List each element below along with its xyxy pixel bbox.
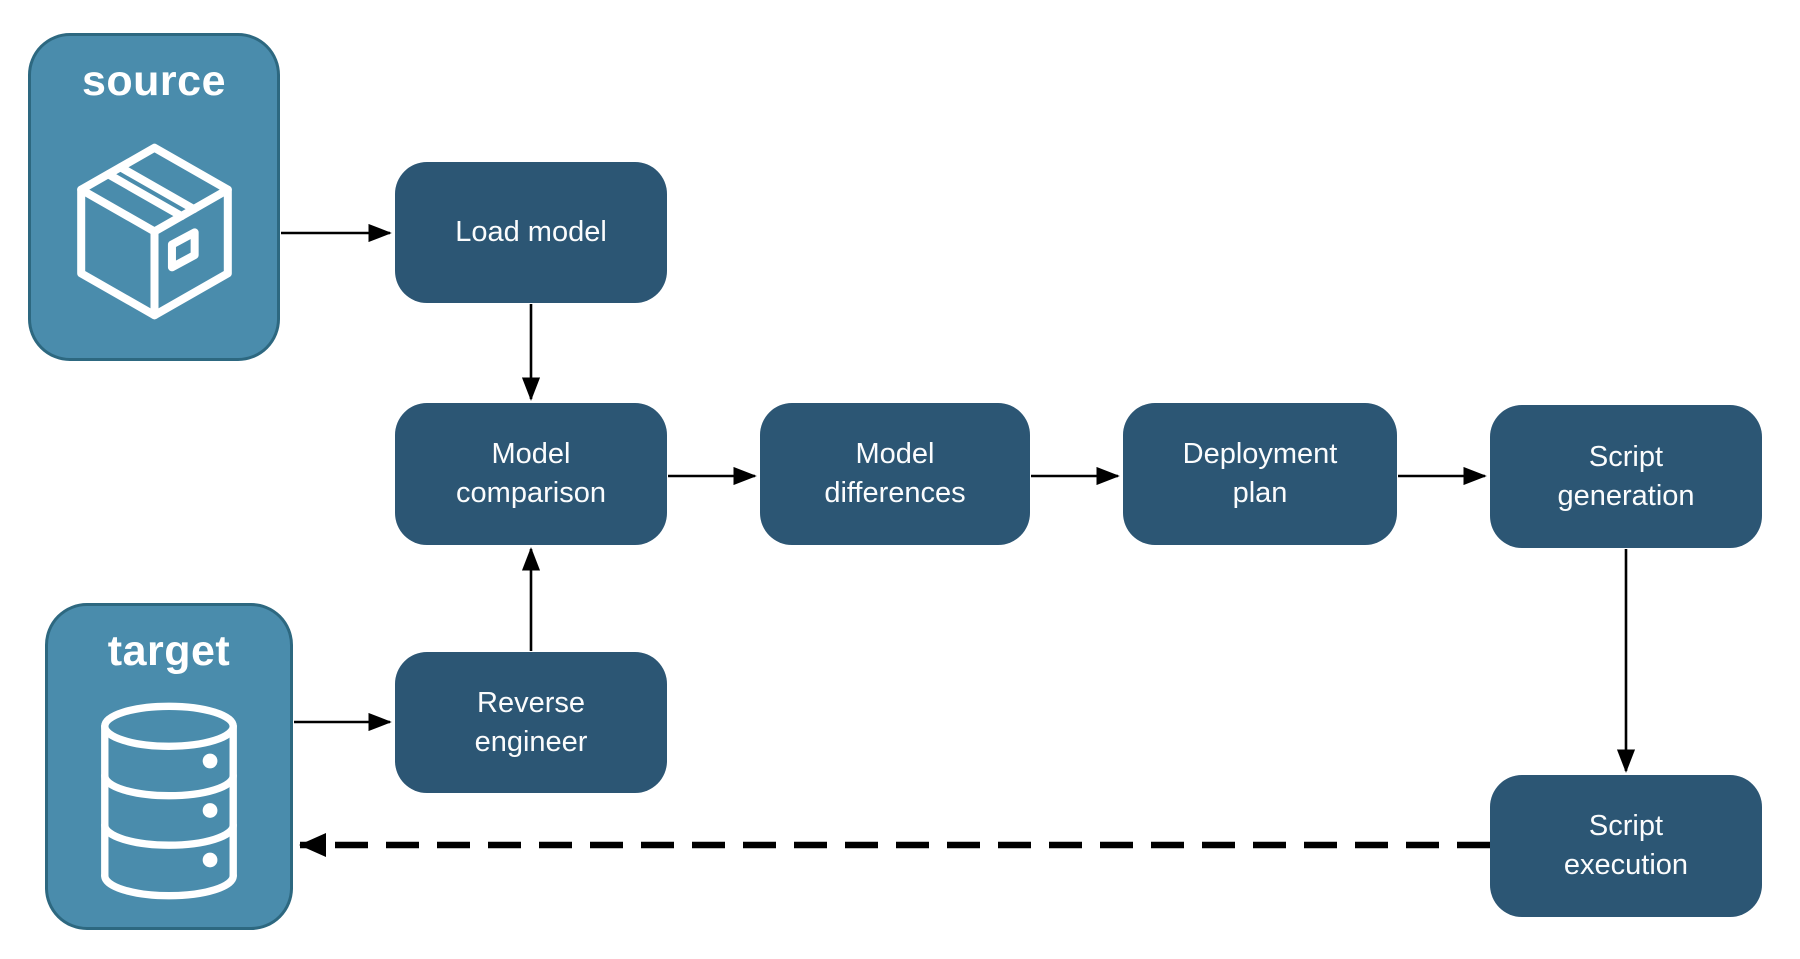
target-container: target: [45, 603, 293, 930]
node-label: Model differences: [824, 438, 966, 509]
node-script-execution: Script execution: [1490, 775, 1762, 917]
node-script-generation: Script generation: [1490, 405, 1762, 548]
package-icon: [31, 105, 277, 358]
node-label: Model comparison: [456, 438, 606, 509]
node-load-model: Load model: [395, 162, 667, 303]
node-deployment-plan: Deployment plan: [1123, 403, 1397, 545]
source-label: source: [81, 57, 226, 105]
database-icon: [48, 675, 290, 927]
node-model-comparison: Model comparison: [395, 403, 667, 545]
node-reverse-engineer: Reverse engineer: [395, 652, 667, 793]
node-label: Script execution: [1563, 810, 1689, 881]
node-model-differences: Model differences: [760, 403, 1030, 545]
node-label: Reverse engineer: [474, 686, 588, 758]
node-label: Load model: [455, 216, 607, 248]
source-container: source: [28, 33, 280, 361]
node-label: Script generation: [1557, 440, 1695, 512]
target-label: target: [107, 627, 231, 675]
node-label: Deployment plan: [1182, 438, 1338, 509]
